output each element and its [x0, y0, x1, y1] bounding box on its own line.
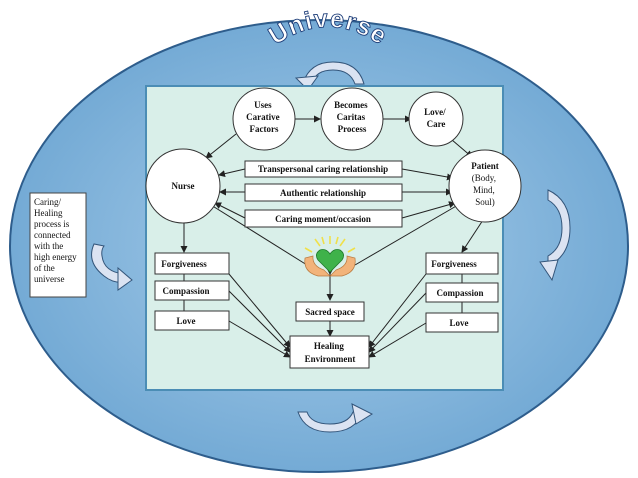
curl-arrow-bottom [297, 403, 374, 433]
love-care-label: Love/ Care [424, 107, 448, 129]
left-love-label: Love [177, 316, 196, 326]
transpersonal-label: Transpersonal caring relationship [258, 164, 388, 174]
sacred-space-box [295, 301, 365, 322]
becomes-caritas-label: Becomes Caritas Process [334, 100, 370, 134]
curl-arrow-right [539, 189, 571, 282]
right-compassion-box [425, 282, 499, 303]
connectors [180, 115, 484, 358]
right-forgiveness-box [425, 252, 499, 275]
nurse-circle [145, 148, 221, 224]
healing-environment-label: Healing Environment [305, 341, 356, 364]
side-note-text: Caring/ Healing process is connected wit… [34, 197, 79, 284]
right-love-label: Love [450, 318, 469, 328]
curl-arrow-left [91, 243, 133, 291]
authentic-label: Authentic relationship [280, 188, 366, 198]
patient-label: Patient [471, 161, 499, 171]
left-love-box [154, 310, 230, 331]
heart-hands-icon [304, 236, 356, 277]
caring-moment-box [244, 209, 403, 228]
nurse-label: Nurse [172, 181, 195, 191]
sacred-space-label: Sacred space [305, 307, 355, 317]
right-love-box [425, 312, 499, 333]
becomes-caritas-circle [320, 87, 384, 151]
left-forgiveness-label: Forgiveness [161, 259, 207, 269]
curl-arrow-top [294, 61, 365, 91]
right-forgiveness-label: Forgiveness [431, 259, 477, 269]
healing-environment-box [289, 335, 370, 369]
left-forgiveness-box [154, 252, 230, 275]
left-compassion-label: Compassion [162, 286, 209, 296]
transpersonal-box [244, 160, 403, 178]
uses-carative-circle [232, 87, 296, 151]
authentic-box [244, 183, 403, 202]
caring-moment-label: Caring moment/occasion [275, 214, 371, 224]
uses-carative-label: Uses Carative Factors [246, 100, 282, 134]
side-note-box [29, 192, 87, 298]
patient-sublabel: (Body, Mind, Soul) [472, 173, 498, 207]
love-care-circle [408, 91, 464, 147]
right-compassion-label: Compassion [436, 288, 483, 298]
left-compassion-box [154, 280, 230, 301]
patient-circle [448, 149, 522, 223]
